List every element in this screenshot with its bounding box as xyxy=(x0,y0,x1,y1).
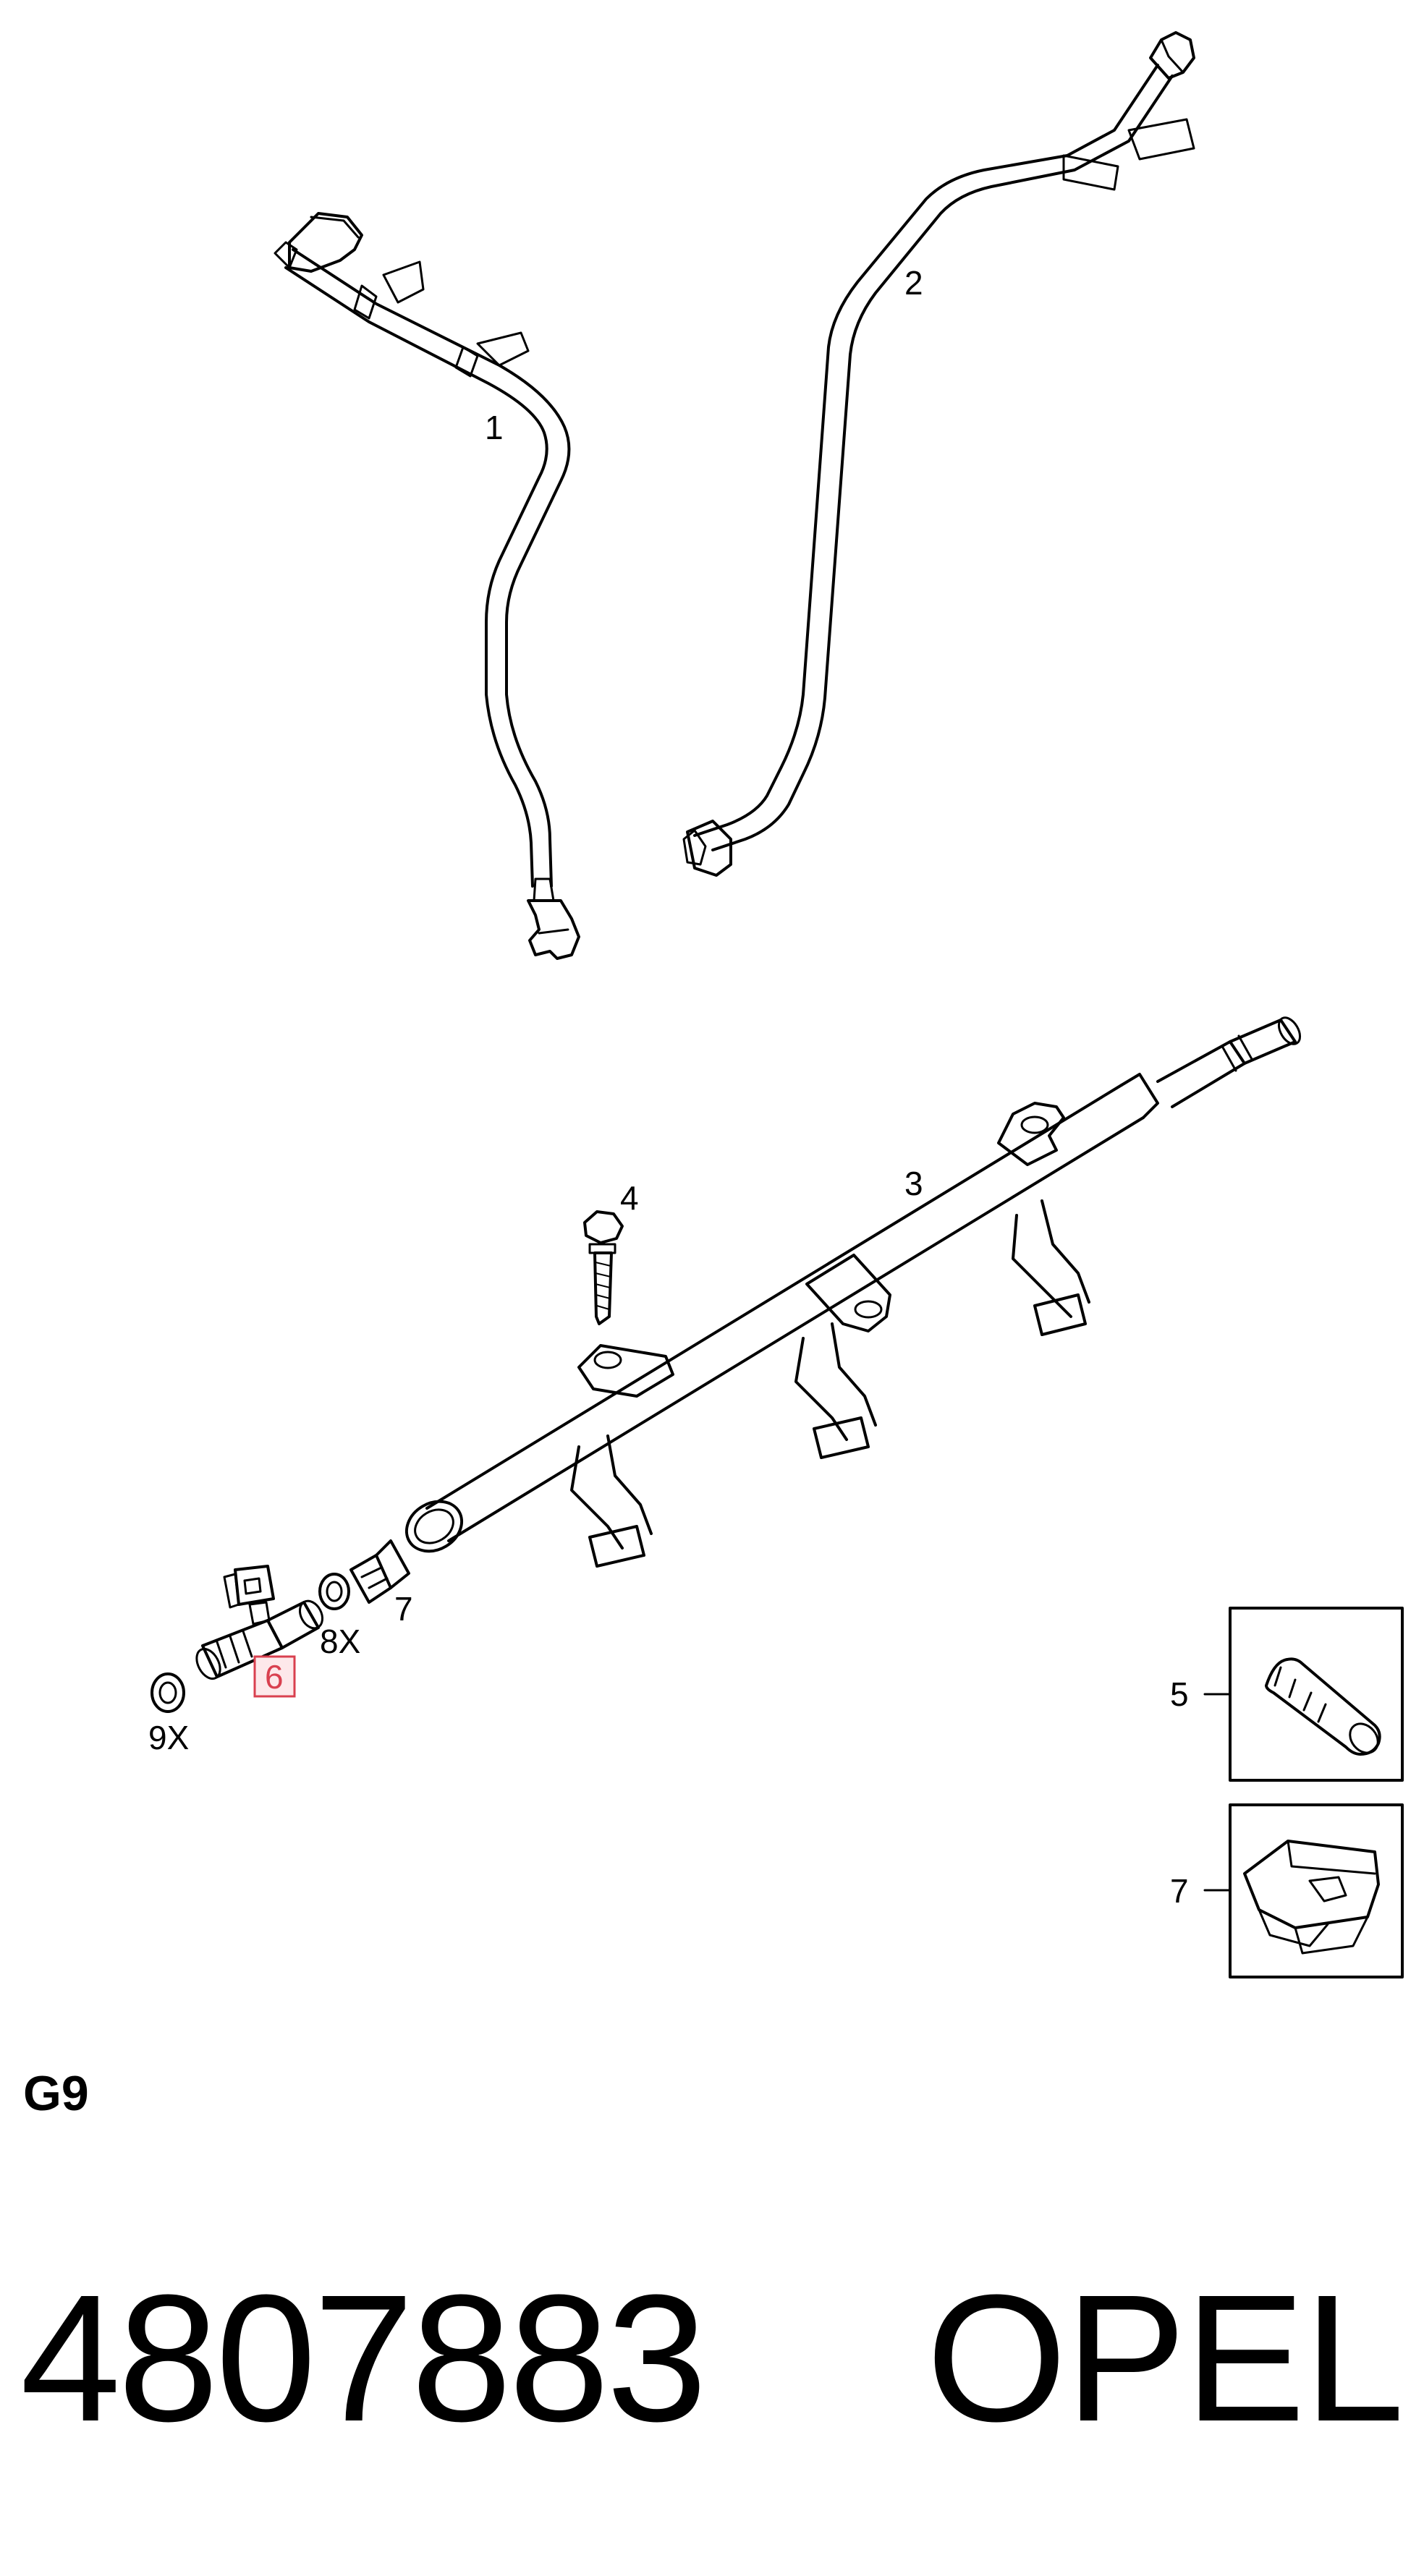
callout-clip-7: 7 xyxy=(394,1590,413,1628)
part-number: 4807883 xyxy=(20,2257,707,2459)
fuel-rail-3 xyxy=(404,1016,1302,1568)
fuel-injector-6 xyxy=(195,1565,324,1680)
bolt-4 xyxy=(583,1210,624,1325)
callout-rail-3: 3 xyxy=(904,1165,923,1202)
callout-inset-5: 5 xyxy=(1170,1675,1189,1713)
clip-7 xyxy=(349,1539,410,1604)
inset-box-5 xyxy=(1229,1607,1404,1782)
highlighted-callout-injector-6[interactable]: 6 xyxy=(253,1655,296,1698)
callout-injector-6: 6 xyxy=(265,1658,284,1696)
section-code: G9 xyxy=(23,2066,89,2121)
seal-8 xyxy=(318,1573,350,1610)
fuel-hose-1 xyxy=(274,212,580,960)
leader-lines xyxy=(1203,1693,1232,1892)
callout-seal-9: 9X xyxy=(148,1719,189,1756)
brand-name: OPEL xyxy=(926,2257,1404,2459)
callout-bolt-4: 4 xyxy=(620,1179,639,1217)
seal-9 xyxy=(151,1672,185,1713)
callout-inset-7: 7 xyxy=(1170,1872,1189,1910)
callout-seal-8: 8X xyxy=(320,1623,360,1660)
fuel-hose-2 xyxy=(682,31,1195,877)
inset-box-7 xyxy=(1229,1803,1404,1978)
callout-hose-1: 1 xyxy=(485,409,504,446)
callout-hose-2: 2 xyxy=(904,264,923,302)
